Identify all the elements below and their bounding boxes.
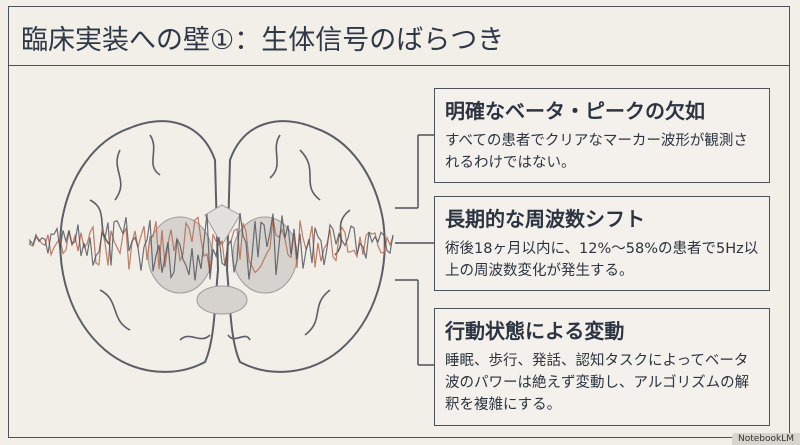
card-frequency-shift: 長期的な周波数シフト 術後18ヶ月以内に、12%〜58%の患者で5Hz以上の周波… (434, 196, 770, 291)
card-heading: 長期的な周波数シフト (445, 207, 645, 231)
slide-title: 臨床実装への壁①：生体信号のばらつき (21, 25, 505, 56)
card-heading: 行動状態による変動 (445, 319, 625, 343)
card-heading: 明確なベータ・ピークの欠如 (445, 99, 705, 123)
slide-frame: 臨床実装への壁①：生体信号のばらつき (8, 6, 790, 438)
card-no-beta-peak: 明確なベータ・ピークの欠如 すべての患者でクリアなマーカー波形が観測されるわけで… (434, 88, 770, 183)
card-behavior-variation: 行動状態による変動 睡眠、歩行、発話、認知タスクによってベータ波のパワーは絶えず… (434, 308, 770, 426)
signal-waves (29, 212, 394, 281)
card-body: すべての患者でクリアなマーカー波形が観測されるわけではない。 (445, 133, 748, 171)
watermark: NotebookLM (731, 433, 800, 445)
card-body: 術後18ヶ月以内に、12%〜58%の患者で5Hz以上の周波数変化が発生する。 (445, 241, 759, 279)
title-bar: 臨床実装への壁①：生体信号のばらつき (9, 7, 789, 66)
signal-wave-dark (29, 212, 394, 281)
card-body: 睡眠、歩行、発話、認知タスクによってベータ波のパワーは絶えず変動し、アルゴリズム… (445, 353, 750, 413)
